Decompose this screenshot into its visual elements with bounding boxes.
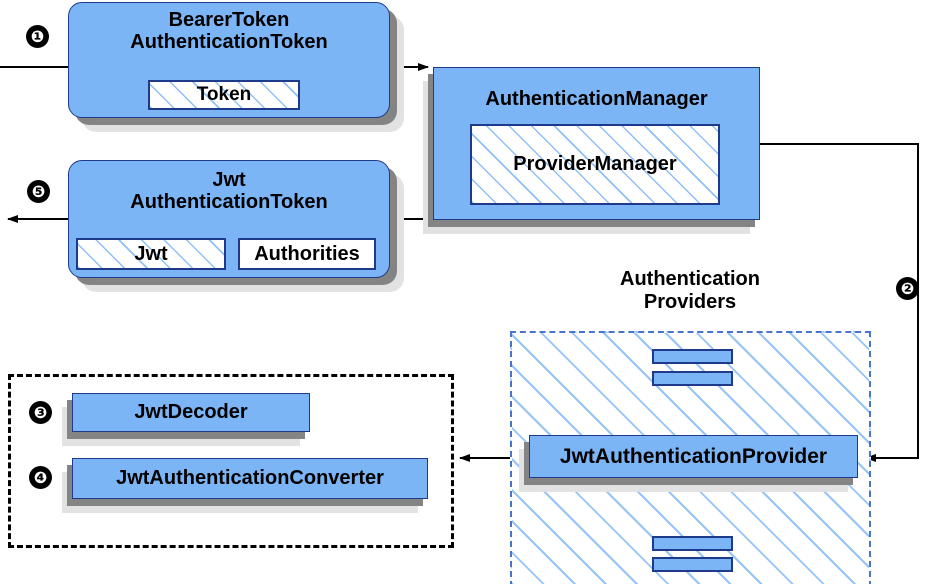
jwt-authentication-provider-box[interactable]: JwtAuthenticationProvider	[529, 435, 858, 478]
provider-manager-slot[interactable]: ProviderManager	[470, 124, 720, 205]
jwt-authentication-provider-label: JwtAuthenticationProvider	[559, 444, 828, 468]
line-manager-to-provider	[760, 143, 919, 462]
provider-placeholder-bar-3	[652, 536, 733, 551]
provider-placeholder-bar-2	[652, 371, 733, 386]
jwt-token-title: Jwt AuthenticationToken	[130, 169, 328, 214]
jwt-support-region	[8, 374, 454, 548]
jwt-token-slot-jwt-label: Jwt	[134, 242, 168, 265]
marker-5: ❺	[27, 180, 50, 203]
provider-manager-label: ProviderManager	[513, 153, 677, 175]
jwt-decoder-label: JwtDecoder	[134, 401, 248, 423]
provider-placeholder-bar-4	[652, 557, 733, 572]
marker-4: ❹	[29, 466, 52, 489]
provider-placeholder-bar-1	[652, 349, 733, 364]
bearer-token-slot-token[interactable]: Token	[148, 80, 300, 110]
jwt-token-slot-authorities-label: Authorities	[254, 242, 360, 265]
bearer-token-title: BearerToken AuthenticationToken	[130, 9, 328, 54]
jwt-authentication-converter-label: JwtAuthenticationConverter	[116, 467, 384, 489]
jwt-decoder-box[interactable]: JwtDecoder	[72, 393, 310, 432]
marker-3: ❸	[29, 401, 52, 424]
jwt-token-slot-authorities[interactable]: Authorities	[238, 238, 376, 270]
bearer-token-slot-token-label: Token	[196, 84, 252, 105]
jwt-token-slot-jwt[interactable]: Jwt	[76, 238, 226, 270]
jwt-authentication-converter-box[interactable]: JwtAuthenticationConverter	[72, 458, 428, 499]
marker-2: ❷	[896, 277, 919, 300]
marker-1: ❶	[26, 25, 49, 48]
authentication-manager-title: AuthenticationManager	[485, 88, 708, 110]
authentication-providers-caption: Authentication Providers	[620, 268, 760, 313]
